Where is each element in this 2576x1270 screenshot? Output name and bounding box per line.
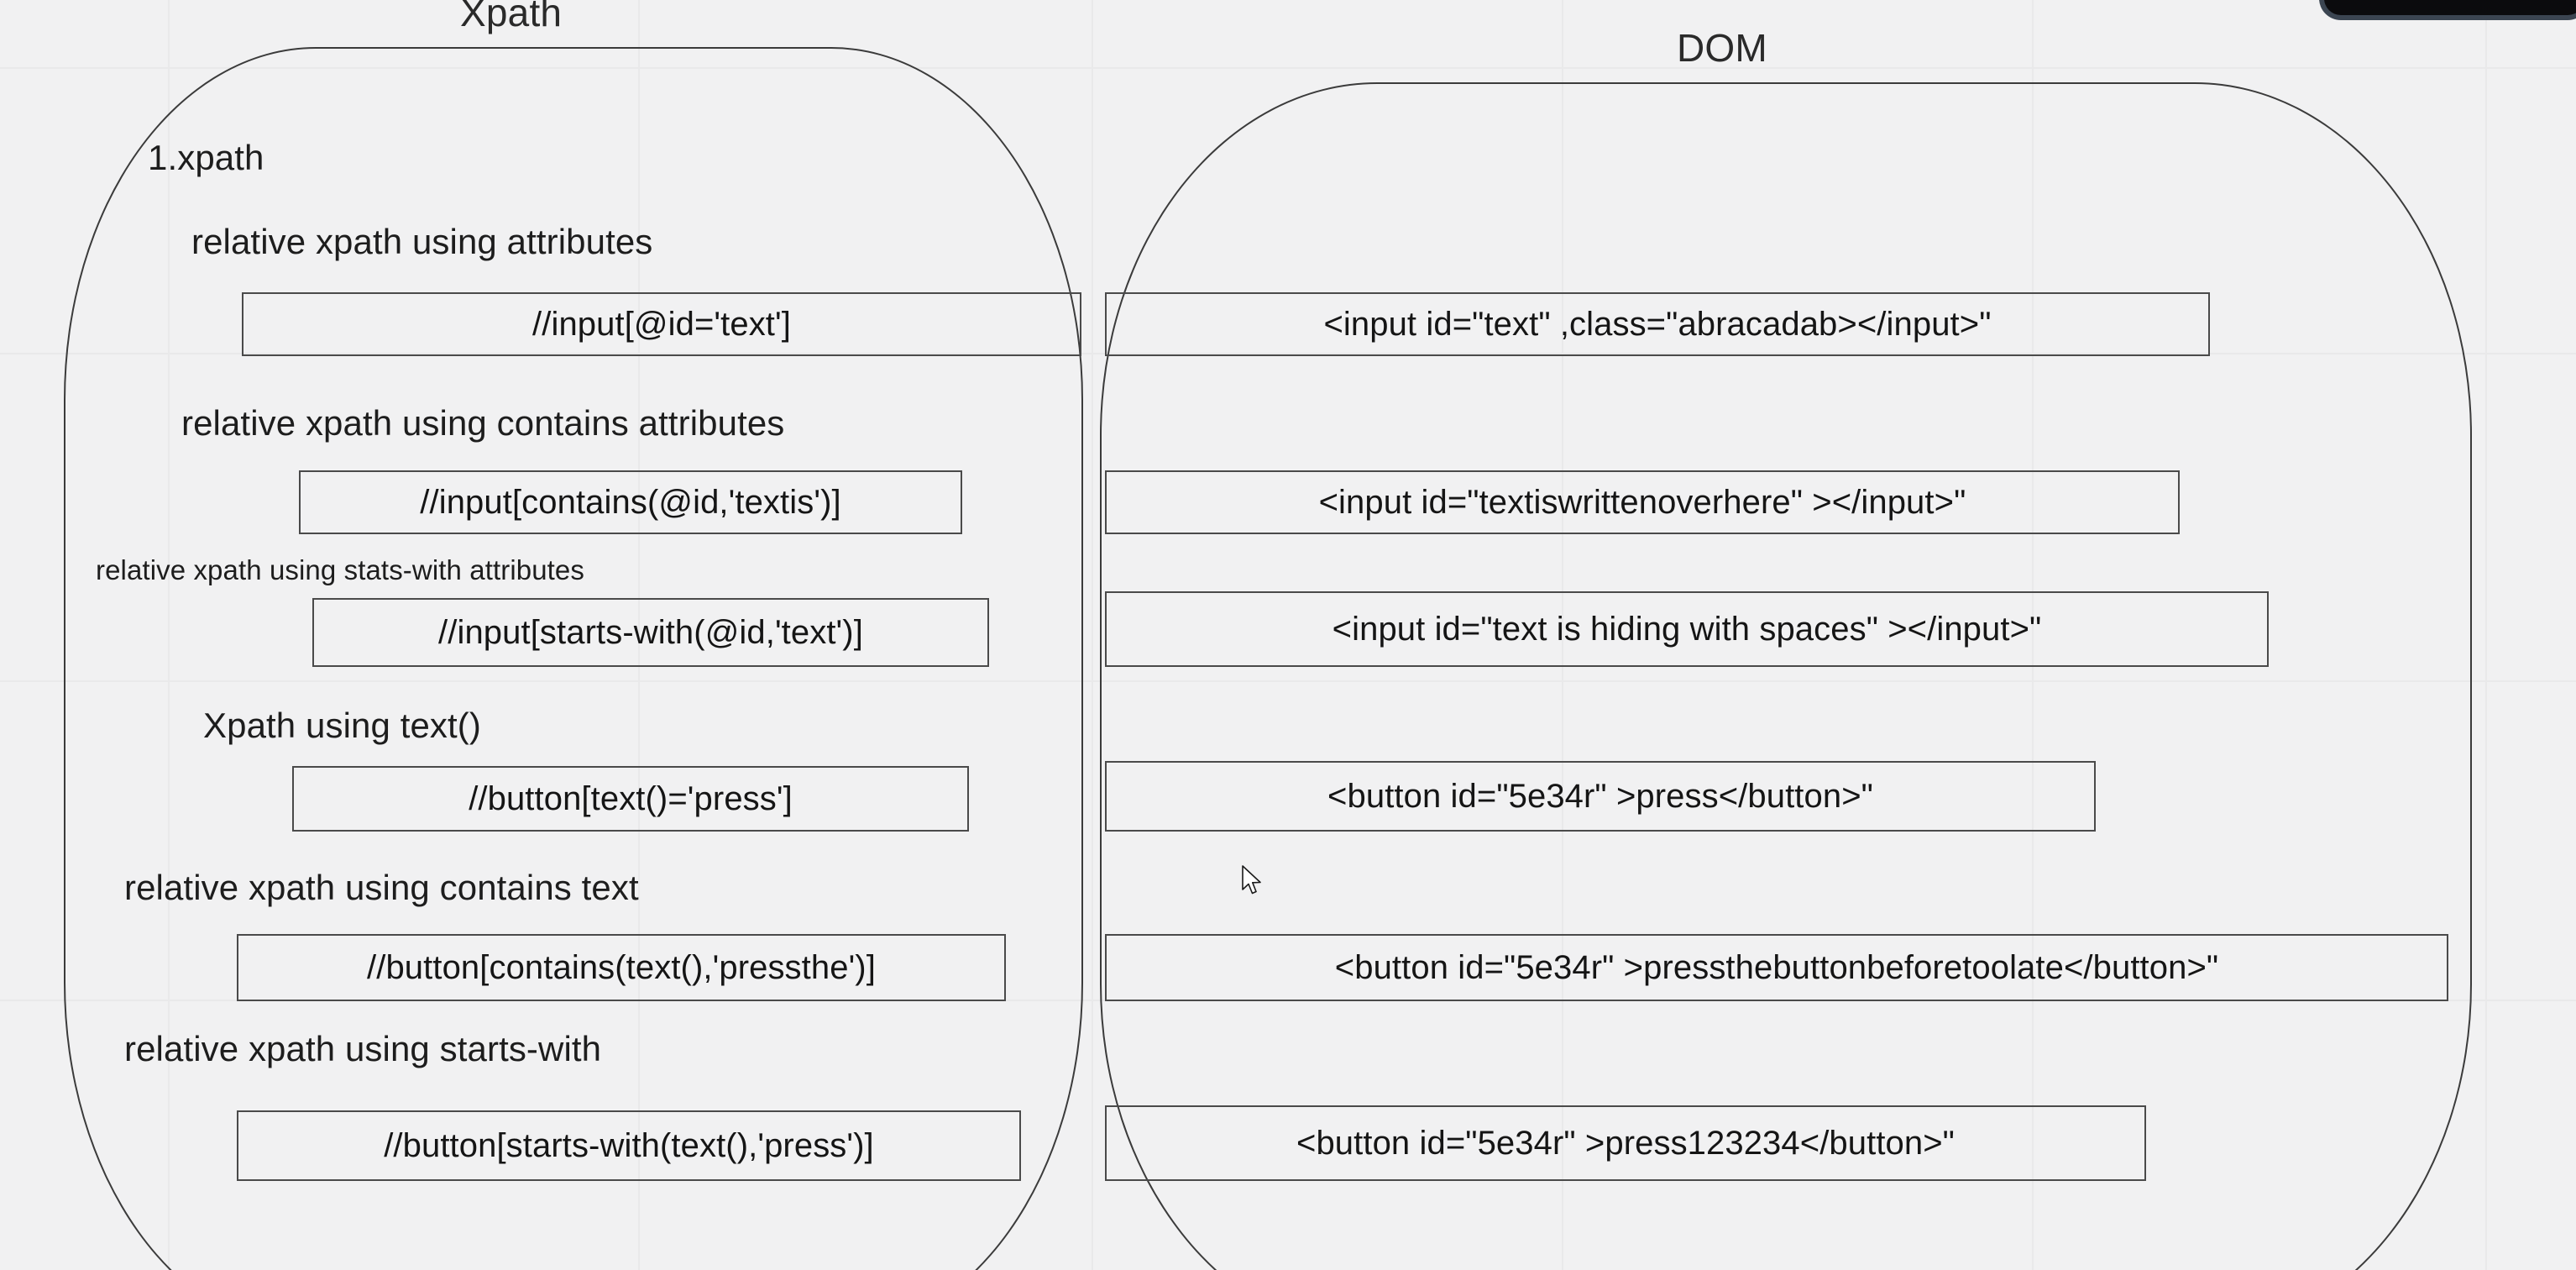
dom-snippet: <input id="textiswrittenoverhere" ></inp… (1318, 483, 1966, 521)
mouse-pointer-icon (1242, 865, 1261, 895)
xpath-expression: //button[contains(text(),'pressthe')] (367, 948, 876, 986)
grid-line-vertical (1092, 0, 1093, 1270)
xpath-box[interactable]: //input[contains(@id,'textis')] (299, 470, 962, 534)
grid-line-vertical (2485, 0, 2487, 1270)
grid-line-vertical (168, 0, 170, 1270)
xpath-box[interactable]: //button[contains(text(),'pressthe')] (237, 934, 1006, 1001)
xpath-box[interactable]: //button[text()='press'] (292, 766, 969, 832)
xpath-expression: //button[starts-with(text(),'press')] (384, 1126, 874, 1164)
numbered-heading: 1.xpath (148, 138, 264, 177)
xpath-expression: //input[@id='text'] (532, 305, 791, 343)
xpath-expression: //button[text()='press'] (469, 779, 793, 817)
dom-snippet: <button id="5e34r" >press</button>" (1327, 777, 1873, 815)
grid-line-vertical (638, 0, 640, 1270)
xpath-group-outline (64, 47, 1083, 1270)
section-label-xpath-using-text: Xpath using text() (203, 706, 481, 745)
webcam-video-thumbnail[interactable] (2319, 0, 2576, 20)
dom-box[interactable]: <input id="text is hiding with spaces" >… (1105, 591, 2269, 667)
grid-line-horizontal (0, 67, 2576, 69)
dom-snippet: <input id="text is hiding with spaces" >… (1332, 610, 2042, 648)
section-label-stats-with-attributes: relative xpath using stats-with attribut… (96, 554, 584, 585)
xpath-expression: //input[starts-with(@id,'text')] (438, 613, 863, 651)
xpath-box[interactable]: //input[@id='text'] (242, 292, 1081, 356)
xpath-box[interactable]: //button[starts-with(text(),'press')] (237, 1110, 1021, 1181)
dom-box[interactable]: <button id="5e34r" >press</button>" (1105, 761, 2096, 832)
dom-snippet: <button id="5e34r" >press123234</button>… (1296, 1124, 1955, 1162)
dom-box[interactable]: <button id="5e34r" >pressthebuttonbefore… (1105, 934, 2448, 1001)
xpath-box[interactable]: //input[starts-with(@id,'text')] (312, 598, 989, 667)
dom-group-title: DOM (1677, 26, 1767, 70)
dom-box[interactable]: <input id="text" ,class="abracadab></inp… (1105, 292, 2210, 356)
xpath-group-title: Xpath (460, 0, 563, 34)
section-label-contains-attributes: relative xpath using contains attributes (181, 403, 785, 443)
dom-box[interactable]: <button id="5e34r" >press123234</button>… (1105, 1105, 2146, 1181)
dom-group-outline (1100, 82, 2472, 1270)
dom-box[interactable]: <input id="textiswrittenoverhere" ></inp… (1105, 470, 2180, 534)
xpath-expression: //input[contains(@id,'textis')] (420, 483, 841, 521)
grid-line-vertical (2032, 0, 2034, 1270)
section-label-contains-text: relative xpath using contains text (124, 868, 639, 907)
dom-snippet: <button id="5e34r" >pressthebuttonbefore… (1334, 948, 2219, 986)
section-label-relative-attributes: relative xpath using attributes (191, 222, 653, 261)
dom-snippet: <input id="text" ,class="abracadab></inp… (1323, 305, 1992, 343)
section-label-starts-with: relative xpath using starts-with (124, 1029, 602, 1068)
grid-line-horizontal (0, 680, 2576, 682)
grid-line-vertical (1562, 0, 1563, 1270)
